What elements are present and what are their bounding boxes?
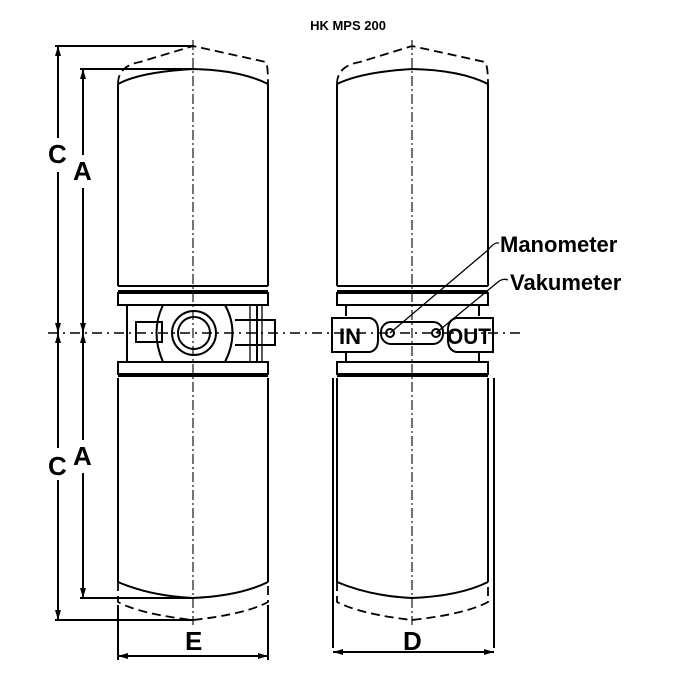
manometer-leader [389,242,500,334]
dimension-e: E [185,626,202,656]
vakumeter-callout: Vakumeter [510,270,622,295]
dimension-a-top: A [73,156,92,186]
front-view: IN OUT Manometer Vakumeter [331,40,622,648]
manometer-callout: Manometer [500,232,618,257]
dimension-a-bottom: A [73,441,92,471]
inlet-port [331,317,379,353]
drawing-title: HK MPS 200 [310,18,386,33]
inlet-label: IN [339,324,361,349]
dimension-d: D [403,626,422,656]
dimension-c-bottom: C [48,451,67,481]
vakumeter-leader [435,278,509,334]
outlet-label: OUT [447,324,492,349]
bottom-filter-housing-front [332,361,495,648]
dimension-c-top: C [48,139,67,169]
dimension-lines [55,45,494,660]
